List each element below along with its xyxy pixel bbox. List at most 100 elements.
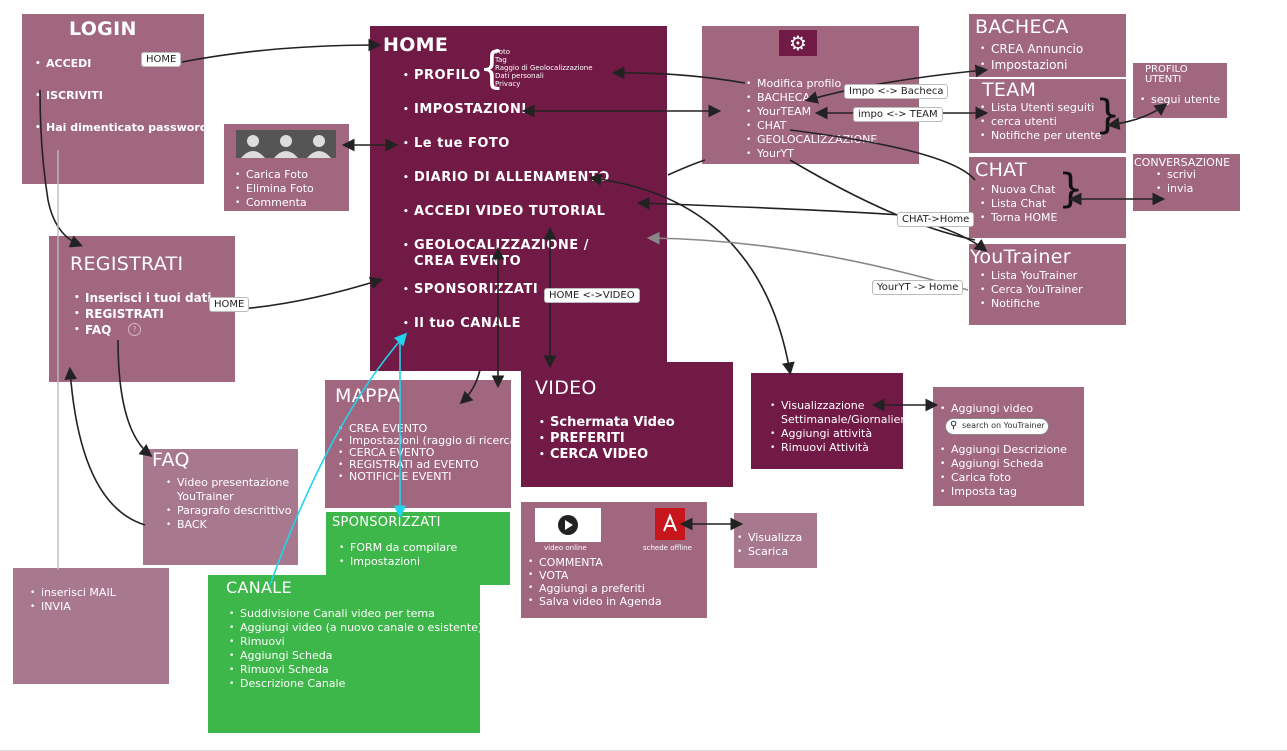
player-commenta[interactable]: COMMENTA [525, 556, 662, 569]
play-icon [558, 515, 578, 535]
sponsorizzati-form[interactable]: FORM da compilare [336, 541, 457, 555]
faq-back[interactable]: BACK [163, 518, 297, 532]
login-accedi[interactable]: ACCEDI [32, 56, 208, 72]
settings-geolocalizzazione[interactable]: GEOLOCALIZZAZIONE [743, 133, 877, 147]
canale-aggiungi-video[interactable]: Aggiungi video (a nuovo canale o esisten… [226, 621, 482, 635]
label-impo-team: impo <-> TEAM [853, 107, 943, 122]
visualizza-list: Visualizza Scarica [734, 531, 802, 559]
canale-suddivisione[interactable]: Suddivisione Canali video per tema [226, 607, 482, 621]
pdf-glyph [663, 513, 677, 532]
player-list: COMMENTA VOTA Aggiungi a preferiti Salva… [525, 556, 662, 608]
settings-yourteam[interactable]: YourTEAM [743, 105, 877, 119]
person-icons [241, 135, 331, 158]
conversazione-title: CONVERSAZIONE [1134, 156, 1231, 169]
foto-carica[interactable]: Carica Foto [232, 168, 314, 182]
sponsorizzati-list: FORM da compilare Impostazioni [336, 541, 457, 569]
home-foto[interactable]: Le tue FOTO [400, 136, 634, 152]
canale-descrizione[interactable]: Descrizione Canale [226, 677, 482, 691]
sponsorizzati-title: SPONSORIZZATI [332, 515, 441, 530]
diario-aggiungi[interactable]: Aggiungi attività [767, 427, 921, 441]
scarica-item[interactable]: Scarica [734, 545, 802, 559]
search-field[interactable]: ⚲ search on YouTrainer [945, 418, 1049, 435]
home-sponsorizzati[interactable]: SPONSORIZZATI [400, 282, 634, 298]
home-impostazioni[interactable]: IMPOSTAZIONI [400, 102, 634, 118]
conversazione-scrivi[interactable]: scrivi [1153, 168, 1196, 182]
mappa-notifiche[interactable]: NOTIFICHE EVENTI [335, 471, 521, 484]
home-profilo[interactable]: PROFILO [400, 68, 634, 84]
faq-video[interactable]: Video presentazione YouTrainer [163, 476, 297, 504]
aggiungi-foto[interactable]: Carica foto [937, 471, 1067, 485]
bacheca-impostazioni[interactable]: Impostazioni [977, 57, 1083, 73]
video-cerca[interactable]: CERCA VIDEO [536, 447, 675, 463]
login-box: LOGIN ACCEDI ISCRIVITI Hai dimenticato p… [22, 14, 208, 184]
settings-youryt[interactable]: YourYT [743, 147, 877, 161]
chat-torna-home[interactable]: Torna HOME [977, 211, 1058, 225]
conversazione-box: CONVERSAZIONE scrivi invia [1133, 154, 1240, 211]
video-list: Schermata Video PREFERITI CERCA VIDEO [536, 415, 675, 463]
visualizza-item[interactable]: Visualizza [734, 531, 802, 545]
video-online-thumb[interactable] [535, 508, 601, 542]
schede-offline-label: schede offline [643, 544, 692, 552]
label-home-1: HOME [141, 52, 182, 67]
diario-visualizzazione[interactable]: Visualizzazione Settimanale/Giornaliera [767, 399, 921, 427]
login-forgot[interactable]: Hai dimenticato password [32, 120, 208, 136]
canale-box: CANALE Suddivisione Canali video per tem… [208, 575, 482, 733]
gear-icon[interactable]: ⚙ [779, 30, 817, 56]
canale-rimuovi[interactable]: Rimuovi [226, 635, 482, 649]
aggiungi-scheda[interactable]: Aggiungi Scheda [937, 457, 1067, 471]
registrati-inserisci[interactable]: Inserisci i tuoi dati [71, 290, 212, 306]
mail-inserisci[interactable]: inserisci MAIL [27, 586, 116, 600]
foto-commenta[interactable]: Commenta [232, 196, 314, 210]
youtrainer-cerca[interactable]: Cerca YouTrainer [977, 283, 1083, 297]
youtrainer-lista[interactable]: Lista YouTrainer [977, 269, 1083, 283]
youtrainer-box: YouTrainer Lista YouTrainer Cerca YouTra… [969, 244, 1126, 325]
login-list: ACCEDI ISCRIVITI Hai dimenticato passwor… [32, 56, 208, 136]
mail-invia[interactable]: INVIA [27, 600, 116, 614]
home-diario[interactable]: DIARIO DI ALLENAMENTO [400, 170, 634, 186]
sponsorizzati-impostazioni[interactable]: Impostazioni [336, 555, 457, 569]
profilo-utenti-list: segui utente [1137, 93, 1220, 107]
youtrainer-notifiche[interactable]: Notifiche [977, 297, 1083, 311]
home-geolocalizzazione[interactable]: GEOLOCALIZZAZIONE / CREA EVENTO [400, 238, 634, 270]
diario-rimuovi[interactable]: Rimuovi Attività [767, 441, 921, 455]
mappa-list: CREA EVENTO Impostazioni (raggio di rice… [335, 423, 521, 484]
settings-chat[interactable]: CHAT [743, 119, 877, 133]
registrati-registrati[interactable]: REGISTRATI [71, 306, 212, 322]
player-vota[interactable]: VOTA [525, 569, 662, 582]
chat-list: Nuova Chat Lista Chat Torna HOME [977, 183, 1058, 225]
team-cerca[interactable]: cerca utenti [977, 115, 1101, 129]
registrati-faq[interactable]: FAQ [71, 322, 212, 338]
video-preferiti[interactable]: PREFERITI [536, 431, 675, 447]
login-iscriviti[interactable]: ISCRIVITI [32, 88, 208, 104]
bacheca-crea[interactable]: CREA Annuncio [977, 41, 1083, 57]
faq-list: Video presentazione YouTrainer Paragrafo… [163, 476, 297, 532]
player-preferiti[interactable]: Aggiungi a preferiti [525, 582, 662, 595]
team-lista[interactable]: Lista Utenti seguiti [977, 101, 1101, 115]
aggiungi-list: Aggiungi Descrizione Aggiungi Scheda Car… [937, 443, 1067, 499]
foto-elimina[interactable]: Elimina Foto [232, 182, 314, 196]
home-video-tutorial[interactable]: ACCEDI VIDEO TUTORIAL [400, 204, 634, 220]
registrati-list: Inserisci i tuoi dati REGISTRATI FAQ [71, 290, 212, 338]
pdf-icon[interactable] [655, 508, 685, 540]
aggiungi-video[interactable]: Aggiungi video [937, 402, 1033, 416]
home-canale[interactable]: Il tuo CANALE [400, 316, 634, 332]
canale-aggiungi-scheda[interactable]: Aggiungi Scheda [226, 649, 482, 663]
aggiungi-top-list: Aggiungi video [937, 402, 1033, 416]
chat-nuova[interactable]: Nuova Chat [977, 183, 1058, 197]
team-notifiche[interactable]: Notifiche per utente [977, 129, 1101, 143]
chat-brace: } [1058, 166, 1084, 212]
profilo-utenti-segui[interactable]: segui utente [1137, 93, 1220, 107]
faq-paragrafo[interactable]: Paragrafo descrittivo [163, 504, 297, 518]
video-schermata[interactable]: Schermata Video [536, 415, 675, 431]
youtrainer-list: Lista YouTrainer Cerca YouTrainer Notifi… [977, 269, 1083, 311]
chat-lista[interactable]: Lista Chat [977, 197, 1058, 211]
settings-bacheca[interactable]: BACHECA [743, 91, 877, 105]
player-agenda[interactable]: Salva video in Agenda [525, 595, 662, 608]
conversazione-invia[interactable]: invia [1153, 182, 1196, 196]
aggiungi-tag[interactable]: Imposta tag [937, 485, 1067, 499]
bacheca-list: CREA Annuncio Impostazioni [977, 41, 1083, 73]
arrow-youryt-youtrainer [789, 159, 976, 241]
canale-rimuovi-scheda[interactable]: Rimuovi Scheda [226, 663, 482, 677]
aggiungi-descrizione[interactable]: Aggiungi Descrizione [937, 443, 1067, 457]
video-title: VIDEO [535, 377, 597, 399]
